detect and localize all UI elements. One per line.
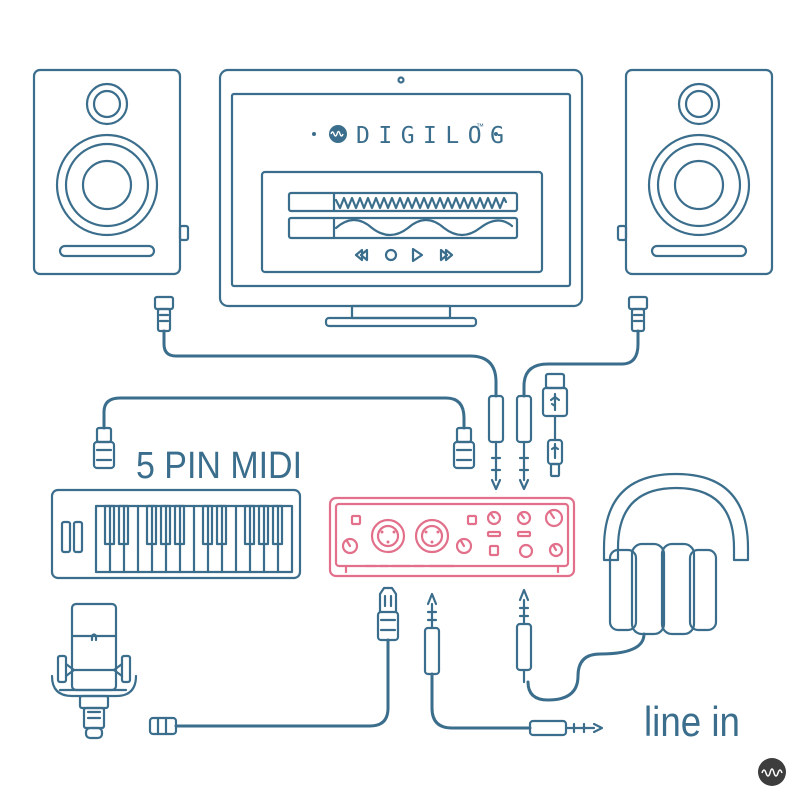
line-in-cable bbox=[423, 592, 604, 737]
headphone-jack-plug bbox=[515, 588, 533, 684]
usb-plug-icon bbox=[541, 372, 569, 478]
headphones-icon bbox=[526, 472, 750, 702]
play-icon[interactable] bbox=[411, 247, 424, 263]
fast-forward-icon[interactable] bbox=[439, 248, 454, 262]
brand-logo: DIGILOG ™ bbox=[312, 122, 512, 149]
left-speaker bbox=[32, 68, 190, 276]
monitor: DIGILOG ™ bbox=[218, 68, 584, 328]
line-in-label: line in bbox=[644, 698, 740, 745]
jack-plug-icon bbox=[487, 394, 505, 491]
midi-cable bbox=[92, 396, 476, 470]
xlr-cable bbox=[148, 586, 400, 736]
track-1 bbox=[287, 191, 519, 213]
track-2-waveform bbox=[334, 218, 514, 237]
daw-panel bbox=[260, 170, 544, 274]
left-speaker-cable bbox=[153, 295, 498, 398]
brand-name: DIGILOG bbox=[356, 123, 512, 149]
midi-keyboard bbox=[50, 488, 302, 580]
audio-interface bbox=[328, 496, 576, 578]
rewind-icon[interactable] bbox=[354, 248, 369, 262]
jack-plug-icon bbox=[515, 394, 533, 491]
midi-label: 5 PIN MIDI bbox=[136, 445, 302, 487]
right-speaker bbox=[616, 68, 774, 276]
logo-badge-icon bbox=[758, 758, 786, 786]
stop-icon[interactable] bbox=[384, 248, 398, 262]
right-speaker-cable bbox=[522, 295, 649, 398]
brand-trademark: ™ bbox=[476, 122, 484, 131]
track-1-waveform bbox=[334, 196, 508, 210]
track-2 bbox=[287, 216, 519, 240]
microphone-icon bbox=[50, 602, 138, 740]
